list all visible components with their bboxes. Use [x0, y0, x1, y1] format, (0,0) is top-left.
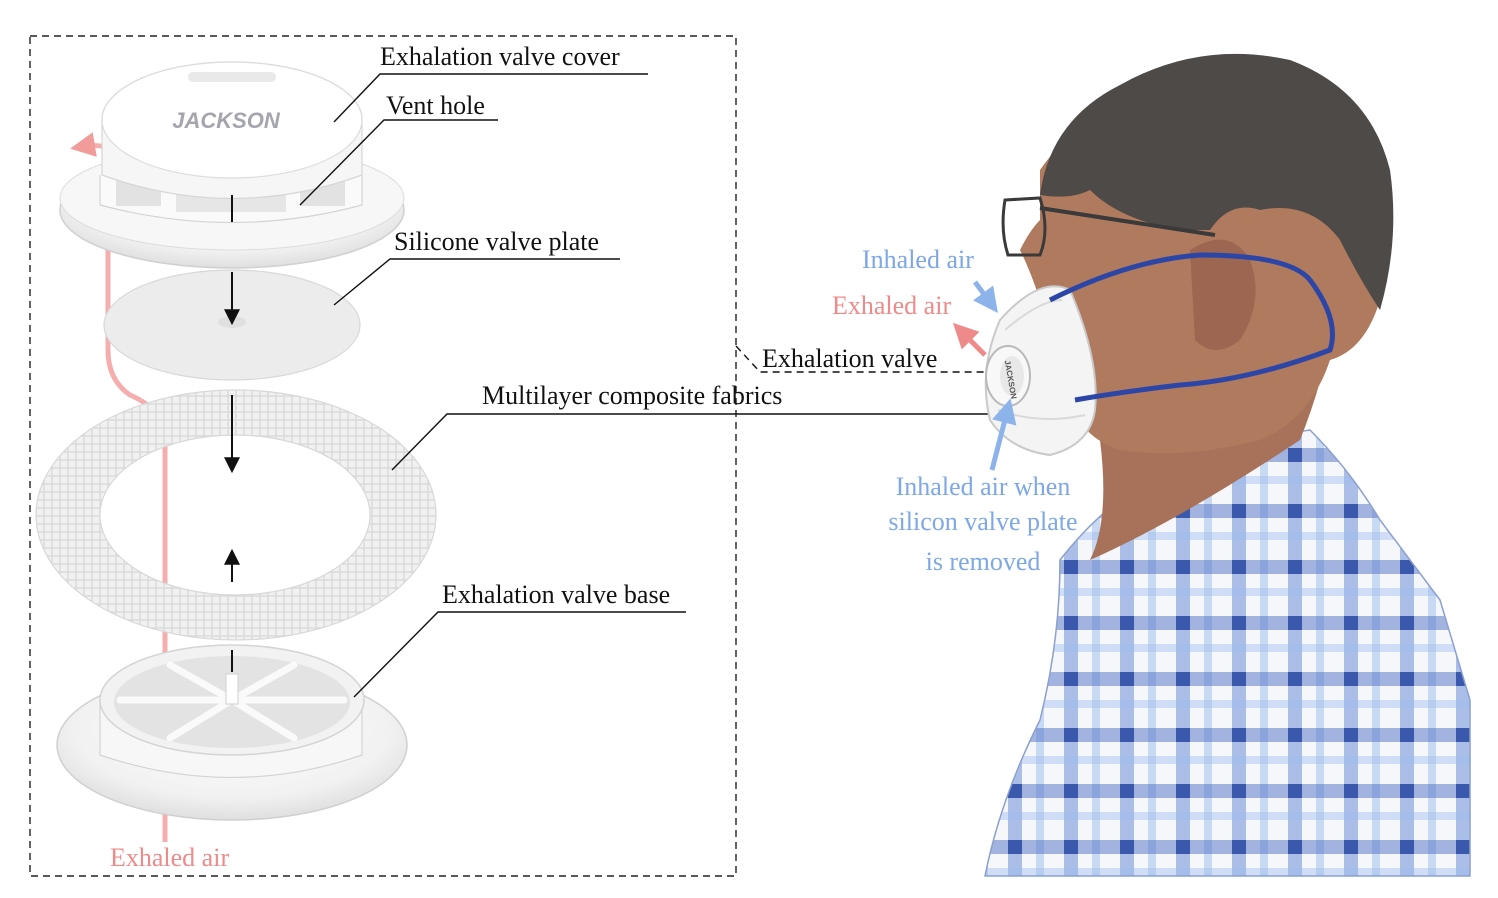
label-inhaled-air: Inhaled air	[862, 245, 974, 274]
exploded-view-frame	[29, 35, 737, 877]
label-silicone-valve-plate: Silicone valve plate	[394, 227, 600, 256]
label-exhaled-air-bottom: Exhaled air	[110, 843, 230, 872]
person-illustration: JACKSON	[984, 53, 1471, 877]
multilayer-fabrics-part	[35, 389, 437, 641]
inhaled-air-arrow	[972, 280, 998, 314]
glasses-temple	[1039, 206, 1216, 237]
label-inhaled-air-removed-line3: is removed	[925, 547, 1041, 576]
exhalation-valve-base-part	[56, 644, 408, 821]
leader-vent-hole	[299, 119, 498, 206]
leader-exhalation-valve	[735, 345, 1000, 373]
label-inhaled-air-removed-line2: silicon valve plate	[888, 507, 1078, 536]
leader-multilayer-fabrics	[391, 413, 992, 471]
leader-exhalation-valve-cover	[333, 73, 648, 123]
leader-exhalation-valve-base	[353, 611, 686, 698]
inhaled-air-removed-arrow	[989, 398, 1017, 471]
label-inhaled-air-removed-line1: Inhaled air when	[895, 472, 1071, 501]
mask-strap	[1048, 252, 1335, 403]
exhalation-valve-cover-part: JACKSON	[59, 61, 405, 269]
cover-logo: JACKSON	[172, 108, 281, 133]
label-exhalation-valve-base: Exhalation valve base	[442, 580, 671, 609]
label-exhalation-valve-cover: Exhalation valve cover	[380, 42, 620, 71]
label-vent-hole: Vent hole	[386, 91, 485, 120]
exhaled-air-arrow	[952, 322, 987, 357]
label-multilayer-fabrics: Multilayer composite fabrics	[482, 381, 783, 410]
label-exhalation-valve: Exhalation valve	[762, 344, 938, 373]
hair	[1040, 53, 1394, 310]
label-exhaled-air-right: Exhaled air	[832, 291, 952, 320]
leader-silicone-valve-plate	[333, 258, 620, 306]
glasses-lens	[1001, 196, 1047, 257]
ear	[1190, 239, 1256, 350]
